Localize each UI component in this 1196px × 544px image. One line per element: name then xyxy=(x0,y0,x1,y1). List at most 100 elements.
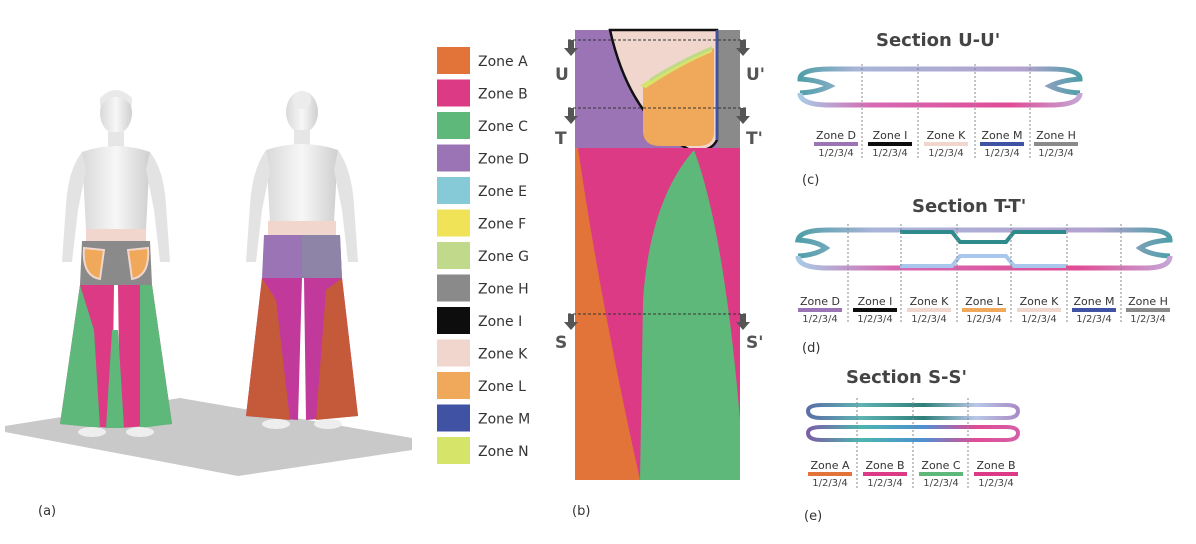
legend-label: Zone M xyxy=(478,412,530,428)
section-zone-bar xyxy=(808,472,852,476)
section-zone-bar xyxy=(924,142,968,146)
cut-label-s-prime: S' xyxy=(746,333,763,353)
legend-label: Zone C xyxy=(478,119,528,135)
panel-label-d: (d) xyxy=(802,341,820,356)
right-leg-green-front xyxy=(140,285,172,428)
shoe-left-back xyxy=(262,419,290,429)
section-t-inner-top xyxy=(900,230,1066,244)
legend-item: Zone N xyxy=(437,437,529,464)
section-zone-layers: 1/2/3/4 xyxy=(984,148,1020,159)
pattern-pocket-g xyxy=(649,46,713,82)
legend-swatch xyxy=(437,177,470,204)
cut-label-t: T xyxy=(555,129,567,149)
section-s-dividers xyxy=(856,398,969,488)
legend-swatch xyxy=(437,209,470,237)
legend-label: Zone G xyxy=(478,249,529,265)
hip-back-grey xyxy=(302,235,342,278)
section-zone-item: Zone M1/2/3/4 xyxy=(980,129,1024,159)
hair-front xyxy=(100,90,132,106)
section-zone-bar xyxy=(814,142,858,146)
torso-back xyxy=(266,144,338,222)
section-zone-layers: 1/2/3/4 xyxy=(1130,314,1166,325)
section-zone-item: Zone I1/2/3/4 xyxy=(853,295,897,325)
section-zone-layers: 1/2/3/4 xyxy=(923,478,959,489)
section-zone-item: Zone C1/2/3/4 xyxy=(919,459,963,489)
shoe-right-back xyxy=(314,419,342,429)
legend-swatch xyxy=(437,339,470,367)
head-front xyxy=(100,92,132,134)
right-arm-back xyxy=(334,150,358,262)
pocket-right-front xyxy=(126,246,150,281)
section-s-top-layer xyxy=(805,403,1021,420)
legend-swatch xyxy=(437,242,470,269)
section-zone-bar xyxy=(798,308,842,312)
legend-item: Zone M xyxy=(437,404,530,432)
panel-c-section-u: Section U-U' Zone D1/2/3/4 Zone I1/2/3/4 Z… xyxy=(797,30,1083,188)
section-zone-bar xyxy=(1034,142,1078,146)
section-zone-item: Zone I1/2/3/4 xyxy=(868,129,912,159)
waistband-front xyxy=(86,229,146,241)
section-zone-item: Zone D1/2/3/4 xyxy=(798,295,842,325)
section-zone-bar xyxy=(853,308,897,312)
left-arm-back xyxy=(246,150,270,262)
section-zone-name: Zone A xyxy=(810,459,850,472)
section-zone-bar xyxy=(974,472,1018,476)
panel-label-b: (b) xyxy=(572,504,590,519)
torso-front xyxy=(82,146,150,230)
section-zone-layers: 1/2/3/4 xyxy=(1038,148,1074,159)
section-zone-item: Zone H1/2/3/4 xyxy=(1034,129,1078,159)
legend-label: Zone B xyxy=(478,87,528,103)
section-zone-layers: 1/2/3/4 xyxy=(812,478,848,489)
legend-item: Zone B xyxy=(437,79,528,107)
legend-swatch xyxy=(437,437,470,464)
section-zone-name: Zone B xyxy=(865,459,904,472)
section-zone-layers: 1/2/3/4 xyxy=(818,148,854,159)
legend-label: Zone L xyxy=(478,379,526,395)
pocket-left-front xyxy=(82,246,106,281)
legend-item: Zone F xyxy=(437,209,526,237)
panel-a-avatars: (a) xyxy=(5,90,412,519)
cut-label-u: U xyxy=(555,65,569,85)
pattern-lower-c xyxy=(640,150,740,480)
legend-label: Zone K xyxy=(478,347,528,363)
section-zone-layers: 1/2/3/4 xyxy=(1021,314,1057,325)
legend-item: Zone E xyxy=(437,177,527,204)
section-t-title: Section T-T' xyxy=(912,196,1026,217)
section-zone-item: Zone D1/2/3/4 xyxy=(814,129,858,159)
inner-leg-green-front xyxy=(106,330,124,428)
legend-swatch xyxy=(437,112,470,139)
shoe-left-front xyxy=(78,427,106,437)
shoe-right-front xyxy=(126,427,154,437)
legend-swatch xyxy=(437,372,470,399)
front-figure xyxy=(60,90,172,437)
section-zone-layers: 1/2/3/4 xyxy=(911,314,947,325)
section-zone-item: Zone A 1/2/3/4 xyxy=(808,459,852,489)
legend-swatch xyxy=(437,144,470,172)
section-zone-item: Zone K1/2/3/4 xyxy=(1017,295,1061,325)
legend-item: Zone G xyxy=(437,242,529,269)
legend-item: Zone L xyxy=(437,372,526,399)
section-u-bottom-layer xyxy=(797,92,1083,108)
pattern-pocket-l xyxy=(643,48,714,146)
section-zone-item: Zone M1/2/3/4 xyxy=(1072,295,1116,325)
right-leg-orange-back xyxy=(316,278,358,420)
left-leg-green-front xyxy=(60,285,100,428)
legend-label: Zone F xyxy=(478,217,526,233)
section-t-dividers xyxy=(847,224,1122,322)
section-zone-item: Zone B1/2/3/4 xyxy=(863,459,907,489)
panel-label-c: (c) xyxy=(802,173,819,188)
section-zone-item: Zone L1/2/3/4 xyxy=(962,295,1006,325)
section-zone-name: Zone K xyxy=(927,129,967,142)
section-u-title: Section U-U' xyxy=(876,30,1000,51)
section-t-top-layer xyxy=(794,227,1173,259)
section-zone-name: Zone H xyxy=(1128,295,1168,308)
section-zone-bar xyxy=(1072,308,1116,312)
legend-item: Zone K xyxy=(437,339,528,367)
section-zone-bar xyxy=(919,472,963,476)
legend-label: Zone D xyxy=(478,152,529,168)
legend-label: Zone E xyxy=(478,184,527,200)
section-t-zone-labels: Zone D1/2/3/4 Zone I1/2/3/4 Zone K1/2/3/4 Z… xyxy=(798,295,1170,325)
